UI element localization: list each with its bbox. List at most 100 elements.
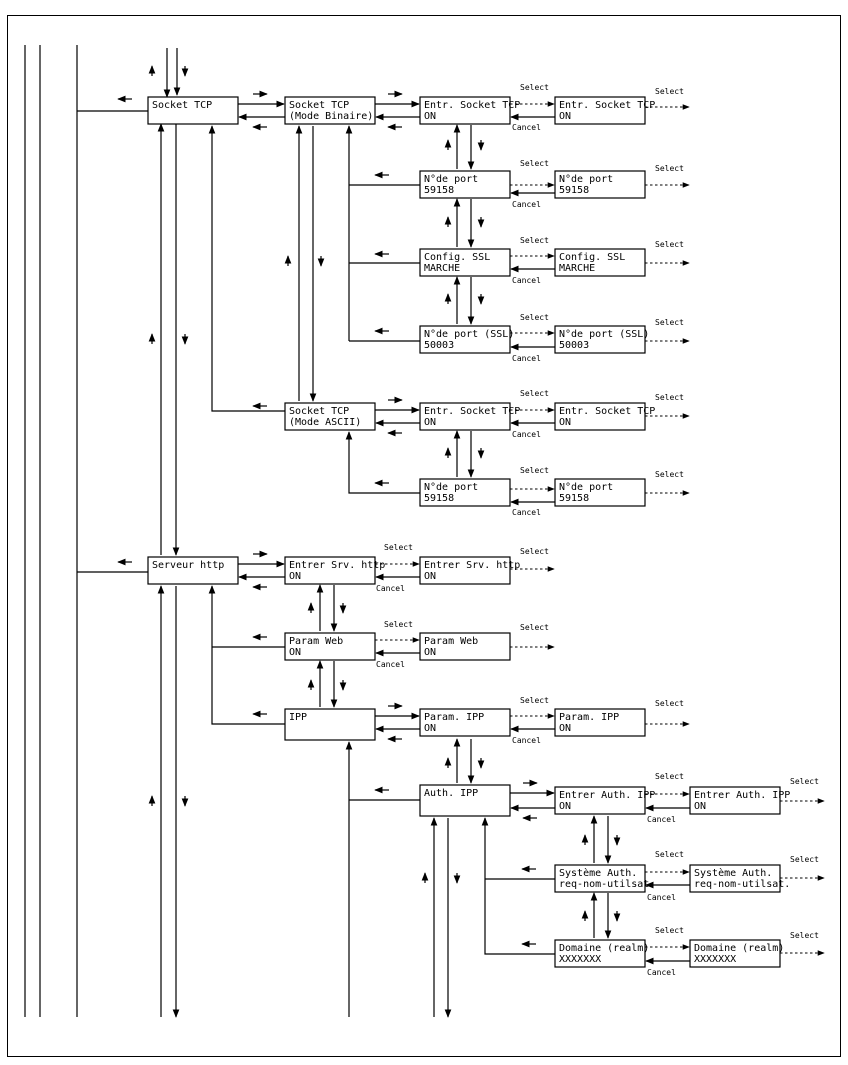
menu-box-label: Entr. Socket TCP xyxy=(424,406,520,417)
cancel-label: Cancel xyxy=(647,968,676,977)
select-label: Select xyxy=(655,240,684,249)
select-label: Select xyxy=(655,318,684,327)
menu-box-ipp[interactable]: IPP xyxy=(284,708,376,741)
menu-box-domaine-sel[interactable]: Domaine (realm)XXXXXXX xyxy=(689,939,784,968)
menu-box-label: Config. SSL xyxy=(559,252,625,263)
menu-box-label: Domaine (realm) xyxy=(694,943,784,954)
menu-box-label: N°de port xyxy=(424,482,478,493)
select-label: Select xyxy=(520,313,549,322)
menu-box-label: N°de port xyxy=(424,174,478,185)
menu-box-label: ON xyxy=(559,417,571,428)
menu-box-label: ON xyxy=(424,417,436,428)
menu-box-label: Socket TCP xyxy=(289,406,349,417)
cancel-label: Cancel xyxy=(647,893,676,902)
menu-box-label: Système Auth. xyxy=(694,867,772,879)
socket-ascii-branch xyxy=(208,125,285,412)
menu-box-label: req-nom-utilsat. xyxy=(559,879,655,890)
cancel-label: Cancel xyxy=(512,123,541,132)
menu-box-label: N°de port xyxy=(559,482,613,493)
select-label: Select xyxy=(655,87,684,96)
menu-box-label: Entrer Srv. http xyxy=(289,560,385,571)
select-label: Select xyxy=(520,236,549,245)
select-label: Select xyxy=(520,547,549,556)
menu-box-port-ssl[interactable]: N°de port (SSL)50003 xyxy=(419,325,514,354)
menu-box-label: ON xyxy=(694,801,706,812)
menu-box-label: N°de port (SSL) xyxy=(559,329,649,340)
menu-box-label: Config. SSL xyxy=(424,252,490,263)
menu-box-socket-tcp[interactable]: Socket TCP xyxy=(147,96,239,125)
menu-box-label: ON xyxy=(424,571,436,582)
menu-box-label: ON xyxy=(559,801,571,812)
select-label: Select xyxy=(790,777,819,786)
select-label: Select xyxy=(655,393,684,402)
menu-box-auth-ipp[interactable]: Auth. IPP xyxy=(419,784,511,817)
menu-box-label: MARCHE xyxy=(559,263,595,274)
cancel-label: Cancel xyxy=(512,736,541,745)
menu-box-label: Param Web xyxy=(289,636,343,647)
menu-box-label: Entrer Srv. http xyxy=(424,560,520,571)
select-label: Select xyxy=(520,389,549,398)
menu-box-systeme-auth[interactable]: Système Auth.req-nom-utilsat. xyxy=(554,864,655,893)
select-label: Select xyxy=(655,850,684,859)
cancel-label: Cancel xyxy=(512,200,541,209)
menu-box-label: 59158 xyxy=(424,493,454,504)
menu-box-label: 59158 xyxy=(559,185,589,196)
select-label: Select xyxy=(384,543,413,552)
menu-box-label: Serveur http xyxy=(152,560,224,571)
serveur-ipp-branch xyxy=(208,585,285,725)
menu-box-port-ssl-sel[interactable]: N°de port (SSL)50003 xyxy=(554,325,649,354)
cancel-label: Cancel xyxy=(376,584,405,593)
menu-box-socket-tcp-ascii[interactable]: Socket TCP(Mode ASCII) xyxy=(284,402,376,431)
menu-box-label: 59158 xyxy=(424,185,454,196)
auth-sub-branch xyxy=(481,817,555,955)
menu-box-serveur-http[interactable]: Serveur http xyxy=(147,556,239,585)
select-label: Select xyxy=(655,772,684,781)
menu-box-domaine[interactable]: Domaine (realm)XXXXXXX xyxy=(554,939,649,968)
menu-box-systeme-auth-sel[interactable]: Système Auth.req-nom-utilsat. xyxy=(689,864,790,893)
menu-box-label: Auth. IPP xyxy=(424,788,478,799)
menu-box-label: ON xyxy=(559,723,571,734)
select-label: Select xyxy=(520,696,549,705)
select-label: Select xyxy=(790,931,819,940)
cancel-label: Cancel xyxy=(512,430,541,439)
menu-box-label: N°de port (SSL) xyxy=(424,329,514,340)
menu-box-label: IPP xyxy=(289,712,307,723)
menu-box-label: (Mode Binaire) xyxy=(289,111,373,122)
menu-box-label: Socket TCP xyxy=(289,100,349,111)
menu-box-label: Entrer Auth. IPP xyxy=(559,790,655,801)
menu-box-label: 59158 xyxy=(559,493,589,504)
menu-box-label: ON xyxy=(424,647,436,658)
select-label: Select xyxy=(790,855,819,864)
menu-box-label: Socket TCP xyxy=(152,100,212,111)
menu-box-label: (Mode ASCII) xyxy=(289,417,361,428)
select-label: Select xyxy=(384,620,413,629)
menu-box-label: Entr. Socket TCP xyxy=(559,100,655,111)
select-label: Select xyxy=(655,470,684,479)
menu-box-label: Param. IPP xyxy=(559,712,619,723)
cancel-label: Cancel xyxy=(376,660,405,669)
menu-box-label: ON xyxy=(289,571,301,582)
menu-box-label: Système Auth. xyxy=(559,867,637,879)
menu-box-socket-tcp-binaire[interactable]: Socket TCP(Mode Binaire) xyxy=(284,96,376,125)
select-label: Select xyxy=(520,159,549,168)
cancel-label: Cancel xyxy=(647,815,676,824)
